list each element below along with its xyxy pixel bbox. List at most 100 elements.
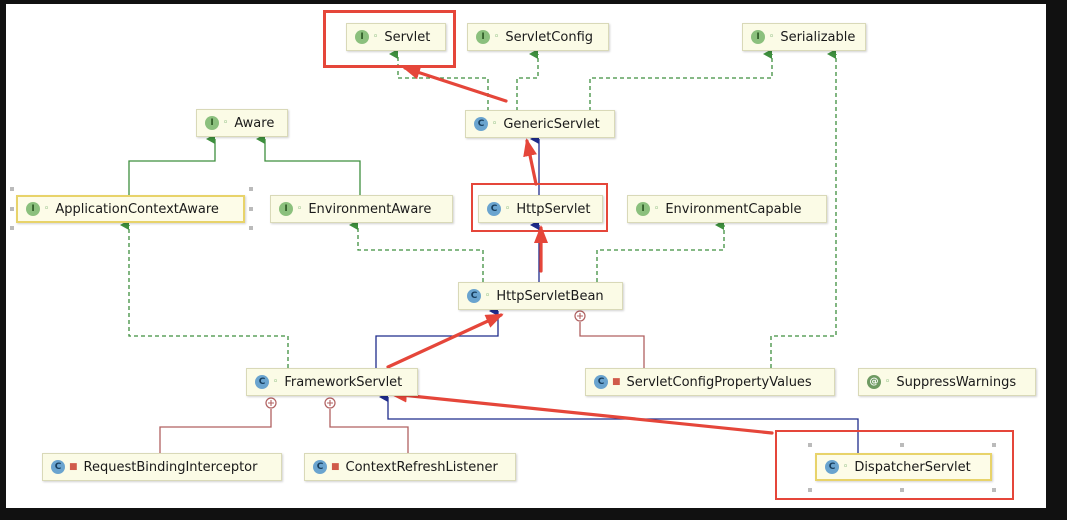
screen-border-top <box>0 0 1067 4</box>
public-visibility-icon: ◦ <box>485 291 491 301</box>
node-label: DispatcherServlet <box>854 459 971 475</box>
screen-border-right <box>1046 0 1067 520</box>
public-visibility-icon: ◦ <box>769 32 775 42</box>
node-label: HttpServlet <box>516 201 591 217</box>
edge-httpservletbean-environmentcapable <box>596 220 725 282</box>
interface-extends-edges <box>128 134 361 195</box>
class-icon: C <box>594 375 608 389</box>
class-icon: C <box>825 460 839 474</box>
red-arrow-httpservlet-genericservlet <box>523 138 538 186</box>
public-visibility-icon: ◦ <box>885 377 891 387</box>
public-visibility-icon: ◦ <box>494 32 500 42</box>
node-label: EnvironmentCapable <box>665 201 802 217</box>
screen-border-bottom <box>0 508 1067 520</box>
node-suppresswarnings[interactable]: @ ◦ SuppressWarnings <box>858 368 1036 396</box>
public-visibility-icon: ◦ <box>505 204 511 214</box>
private-visibility-icon: ■ <box>331 462 340 472</box>
node-environmentcapable[interactable]: I ◦ EnvironmentCapable <box>627 195 827 223</box>
highlight-httpservlet <box>471 183 608 232</box>
selection-handle[interactable] <box>992 488 996 492</box>
node-label: ServletConfig <box>505 29 594 45</box>
node-httpservletbean[interactable]: C ◦ HttpServletBean <box>458 282 623 310</box>
class-icon: C <box>467 289 481 303</box>
interface-icon: I <box>636 202 650 216</box>
selection-handle[interactable] <box>808 443 812 447</box>
node-httpservlet[interactable]: C ◦ HttpServlet <box>478 195 603 223</box>
node-aware[interactable]: I ◦ Aware <box>196 109 288 137</box>
class-icon: C <box>51 460 65 474</box>
edge-applicationcontextaware-aware <box>128 134 216 195</box>
node-servletconfigpropertyvalues[interactable]: C ■ ServletConfigPropertyValues <box>585 368 835 396</box>
node-label: FrameworkServlet <box>284 374 403 390</box>
red-arrow-frameworkservlet-httpservletbean <box>386 313 504 369</box>
edge-frameworkservlet-httpservletbean <box>375 306 499 368</box>
interface-icon: I <box>355 30 369 44</box>
node-environmentaware[interactable]: I ◦ EnvironmentAware <box>270 195 453 223</box>
interface-icon: I <box>279 202 293 216</box>
interface-icon: I <box>205 116 219 130</box>
selection-handle[interactable] <box>249 207 253 211</box>
inner-class-edges <box>159 310 645 453</box>
node-genericservlet[interactable]: C ◦ GenericServlet <box>465 110 615 138</box>
public-visibility-icon: ◦ <box>223 118 229 128</box>
public-visibility-icon: ◦ <box>492 119 498 129</box>
selection-handle[interactable] <box>900 443 904 447</box>
node-label: GenericServlet <box>503 116 600 132</box>
node-dispatcherservlet[interactable]: C ◦ DispatcherServlet <box>815 453 992 481</box>
node-label: ServletConfigPropertyValues <box>626 374 812 390</box>
node-applicationcontextaware[interactable]: I ◦ ApplicationContextAware <box>16 195 245 223</box>
public-visibility-icon: ◦ <box>654 204 660 214</box>
public-visibility-icon: ◦ <box>44 204 50 214</box>
selection-handle[interactable] <box>10 207 14 211</box>
edge-inner-servletconfigpropertyvalues <box>579 322 645 368</box>
node-servletconfig[interactable]: I ◦ ServletConfig <box>467 23 609 51</box>
red-arrow-genericservlet-servlet <box>402 66 508 103</box>
highlight-dispatcherservlet <box>775 430 1014 500</box>
public-visibility-icon: ◦ <box>297 204 303 214</box>
node-label: SuppressWarnings <box>896 374 1017 390</box>
edge-inner-requestbindinginterceptor <box>159 409 272 453</box>
edge-servletconfigpropertyvalues-serializable <box>770 49 837 368</box>
class-icon: C <box>255 375 269 389</box>
node-label: Serializable <box>780 29 856 45</box>
node-serializable[interactable]: I ◦ Serializable <box>742 23 866 51</box>
edge-inner-contextrefreshlistener <box>329 409 409 453</box>
node-label: ContextRefreshListener <box>345 459 498 475</box>
screen-border-left <box>0 0 6 520</box>
node-frameworkservlet[interactable]: C ◦ FrameworkServlet <box>246 368 418 396</box>
public-visibility-icon: ◦ <box>273 377 279 387</box>
edge-genericservlet-serializable <box>589 49 773 111</box>
selection-handle[interactable] <box>10 226 14 230</box>
node-label: HttpServletBean <box>496 288 604 304</box>
node-label: RequestBindingInterceptor <box>83 459 258 475</box>
edge-environmentaware-aware <box>256 134 361 195</box>
highlight-servlet <box>323 10 456 68</box>
selection-handle[interactable] <box>249 226 253 230</box>
private-visibility-icon: ■ <box>69 462 78 472</box>
annotation-icon: @ <box>867 375 881 389</box>
class-icon: C <box>487 202 501 216</box>
public-visibility-icon: ◦ <box>843 462 849 472</box>
edge-httpservletbean-environmentaware <box>349 220 484 282</box>
interface-icon: I <box>26 202 40 216</box>
interface-icon: I <box>476 30 490 44</box>
selection-handle[interactable] <box>900 488 904 492</box>
node-label: Servlet <box>384 29 431 45</box>
private-visibility-icon: ■ <box>612 377 621 387</box>
node-label: ApplicationContextAware <box>55 201 219 217</box>
node-servlet[interactable]: I ◦ Servlet <box>346 23 446 51</box>
selection-handle[interactable] <box>249 187 253 191</box>
red-arrow-dispatcherservlet-frameworkservlet <box>389 388 774 435</box>
edge-frameworkservlet-applicationcontextaware <box>120 220 289 368</box>
public-visibility-icon: ◦ <box>373 32 379 42</box>
class-icon: C <box>313 460 327 474</box>
node-requestbindinginterceptor[interactable]: C ■ RequestBindingInterceptor <box>42 453 282 481</box>
selection-handle[interactable] <box>992 443 996 447</box>
node-contextrefreshlistener[interactable]: C ■ ContextRefreshListener <box>304 453 516 481</box>
selection-handle[interactable] <box>808 488 812 492</box>
edge-genericservlet-servletconfig <box>516 49 539 111</box>
selection-handle[interactable] <box>10 187 14 191</box>
node-label: Aware <box>234 115 275 131</box>
